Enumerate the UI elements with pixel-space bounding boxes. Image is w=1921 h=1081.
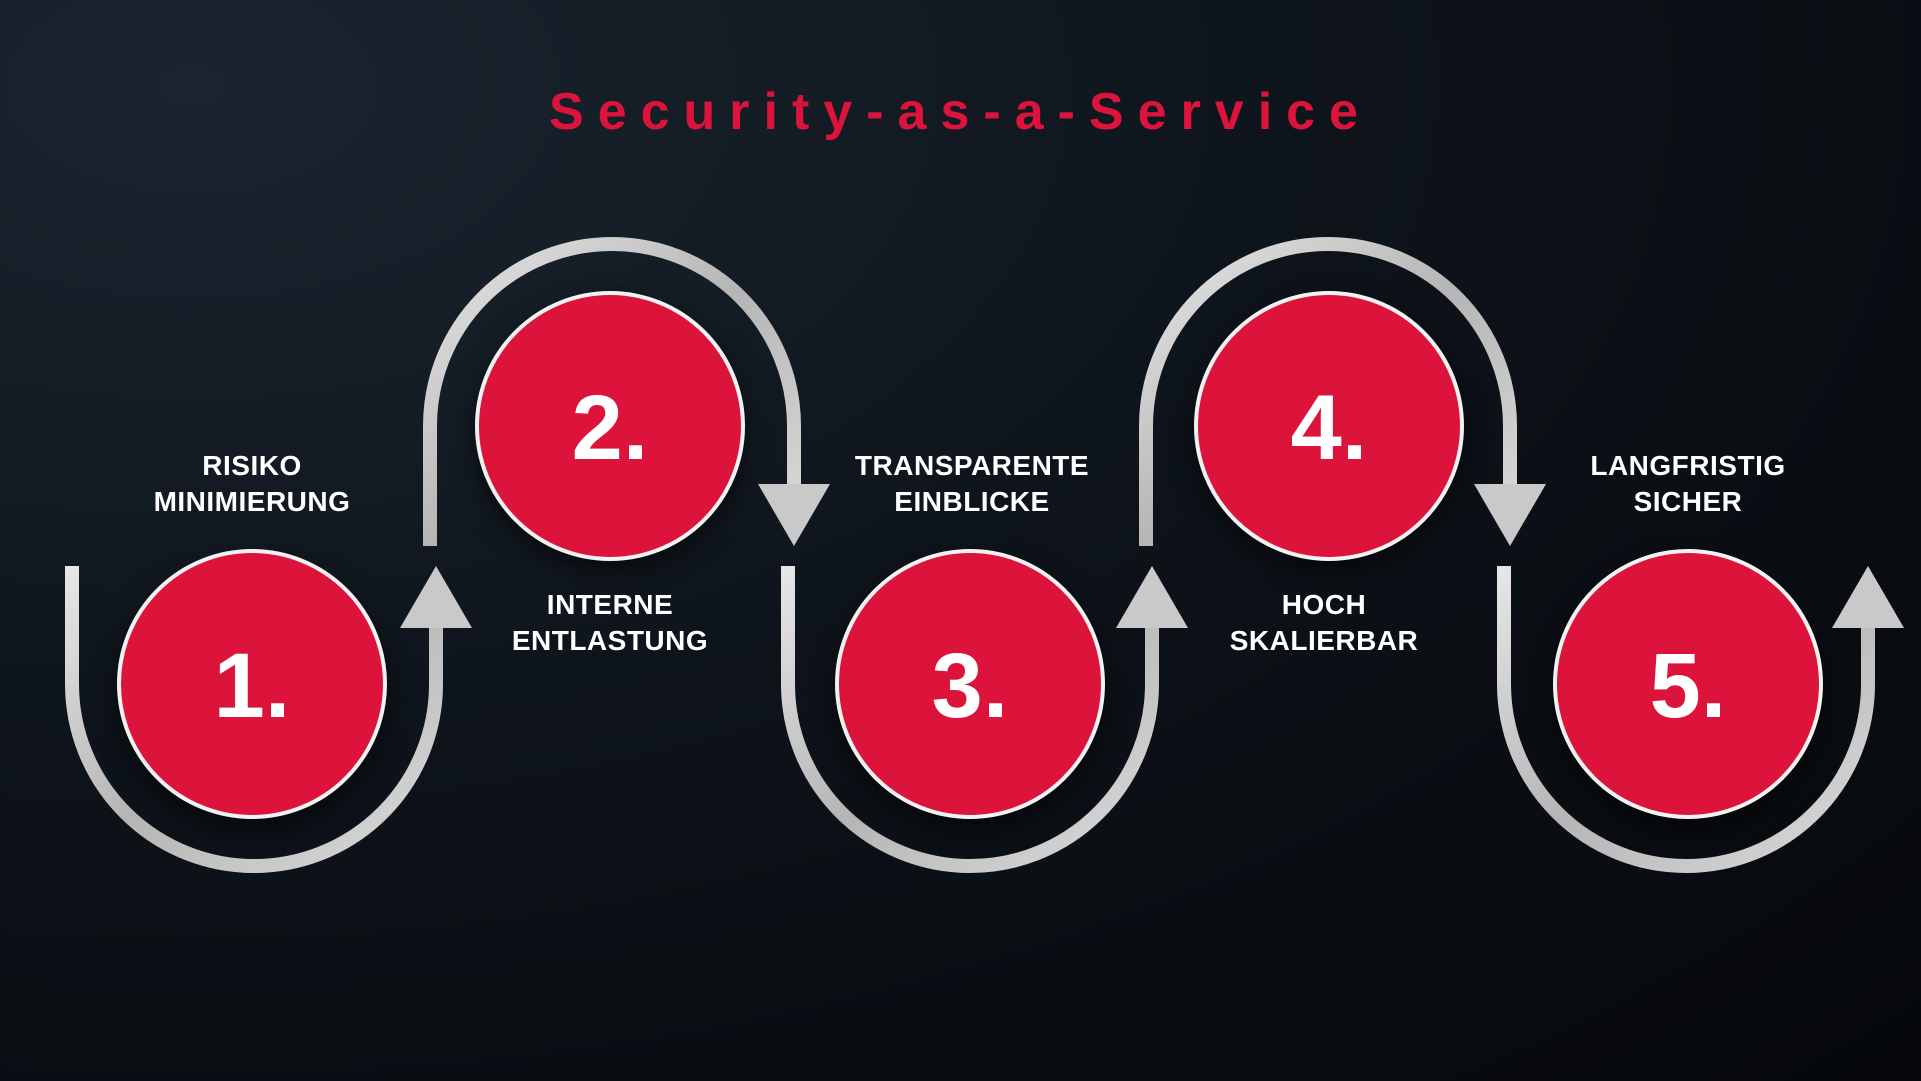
step-2-number: 2. [571, 377, 649, 479]
flow-arc-3 [781, 566, 1188, 873]
arrow-up-icon [1832, 566, 1904, 628]
arrow-down-icon [1474, 484, 1546, 546]
step-5-number: 5. [1649, 635, 1727, 737]
step-3-circle: 3. [835, 549, 1105, 819]
step-4-circle: 4. [1194, 291, 1464, 561]
step-3-label: TRANSPARENTE EINBLICKE [854, 450, 1090, 517]
step-2-label: INTERNE ENTLASTUNG [511, 589, 709, 656]
step-1-circle: 1. [117, 549, 387, 819]
step-3-number: 3. [931, 635, 1009, 737]
arrow-up-icon [400, 566, 472, 628]
step-2-circle: 2. [475, 291, 745, 561]
flow-arc-2 [423, 237, 830, 546]
step-5-circle: 5. [1553, 549, 1823, 819]
step-4-label: HOCH SKALIERBAR [1229, 589, 1419, 656]
arrow-up-icon [1116, 566, 1188, 628]
arrow-down-icon [758, 484, 830, 546]
flow-arc-5 [1497, 566, 1904, 873]
step-1-number: 1. [213, 635, 291, 737]
step-5-label: LANGFRISTIG SICHER [1590, 450, 1786, 517]
diagram-title: Security-as-a-Service [549, 83, 1372, 141]
flow-arc-1 [65, 566, 472, 873]
step-1-label: RISIKO MINIMIERUNG [153, 450, 351, 517]
flow-arc-4 [1139, 237, 1546, 546]
step-4-number: 4. [1290, 377, 1368, 479]
